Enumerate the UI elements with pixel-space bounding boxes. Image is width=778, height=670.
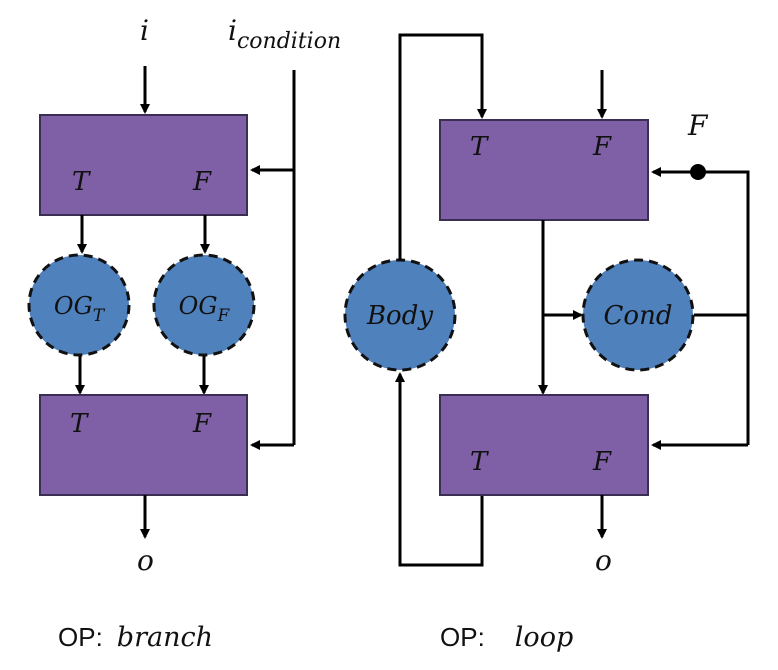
loop-bottom-box [439, 394, 649, 496]
loop-bottom-f-port: F [592, 447, 612, 477]
loop-output-label: o [595, 544, 612, 577]
branch-top-box [39, 114, 248, 216]
branch-caption: OP:branch [58, 622, 213, 653]
branch-top-t-port: T [72, 167, 91, 197]
branch-bottom-box [39, 394, 248, 496]
loop-init-false-label: F [687, 109, 709, 142]
branch-input-label: i [140, 14, 149, 47]
branch-operator: i icondition T F OGT OGF T F o OP:branch [27, 14, 341, 653]
loop-bottom-to-body-arrow [395, 372, 484, 567]
loop-bottom-t-port: T [470, 447, 489, 477]
og-false-label: OGF [179, 292, 231, 326]
branch-condition-label: icondition [228, 14, 341, 54]
cond-label: Cond [604, 301, 673, 331]
loop-top-t-port: T [470, 132, 489, 162]
loop-caption: OP:loop [440, 622, 573, 653]
og-true-label: OGT [54, 292, 106, 326]
loop-body-to-top-arrow [398, 33, 487, 260]
og-true-node [27, 253, 131, 357]
loop-operator: T F F Cond Body T F o OP:loop [343, 33, 750, 653]
branch-bottom-t-port: T [70, 409, 89, 439]
branch-bottom-f-port: F [192, 409, 212, 439]
branch-top-f-port: F [192, 167, 212, 197]
loop-top-f-port: F [592, 132, 612, 162]
loop-cond-feedback-wire [694, 170, 750, 317]
branch-output-label: o [137, 544, 154, 577]
body-label: Body [366, 301, 433, 331]
loop-top-box [439, 119, 649, 221]
cond-node [581, 258, 695, 372]
og-false-node [152, 253, 256, 357]
